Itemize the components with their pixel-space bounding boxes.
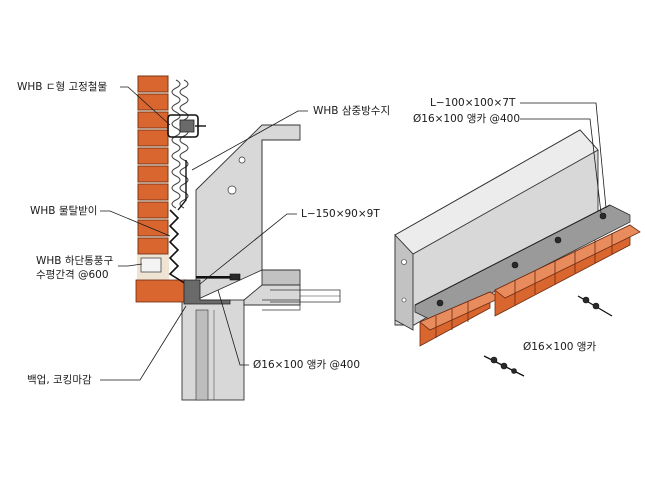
- label-weep-spacing: 수평간격 @600: [36, 268, 109, 281]
- brick-veneer: [135, 75, 187, 303]
- floor-finish: [262, 289, 341, 311]
- label-anchor-right-spacing: Ø16×100 앵카 @400: [413, 113, 520, 125]
- concrete-column: [181, 299, 245, 401]
- label-angle-right: L−100×100×7T: [430, 97, 516, 109]
- anchor-bolt-2: [483, 355, 525, 377]
- left-annotations: WHB ㄷ형 고정철물 WHB 삼중방수지 WHB 물탈받이 WHB 하단통풍구…: [17, 81, 390, 386]
- label-tie-bracket: WHB ㄷ형 고정철물: [17, 81, 107, 93]
- right-3d-view: [394, 129, 641, 377]
- label-drip-receiver: WHB 물탈받이: [30, 204, 97, 217]
- insulation-coil: [171, 79, 189, 209]
- steel-angle-left: [183, 273, 241, 305]
- label-backup-caulk: 백업, 코킹마감: [27, 373, 92, 386]
- label-angle-left: L−150×90×9T: [301, 208, 380, 220]
- brick-course-3d: [419, 224, 641, 347]
- tie-bracket: [167, 114, 206, 138]
- right-annotations: L−100×100×7T Ø16×100 앵카 @400 Ø16×100 앵카: [413, 97, 607, 353]
- anchor-bolt-1: [577, 295, 613, 317]
- label-flashing: WHB 삼중방수지: [313, 105, 390, 117]
- label-weep-vent: WHB 하단통풍구: [36, 254, 113, 267]
- label-anchor-right: Ø16×100 앵카: [523, 341, 596, 353]
- slab-3d: [394, 129, 599, 331]
- left-section-detail: [135, 75, 341, 401]
- label-anchor-left: Ø16×100 앵카 @400: [253, 359, 360, 371]
- steel-angle-rail: [414, 204, 631, 323]
- flashing-membrane: [168, 160, 187, 285]
